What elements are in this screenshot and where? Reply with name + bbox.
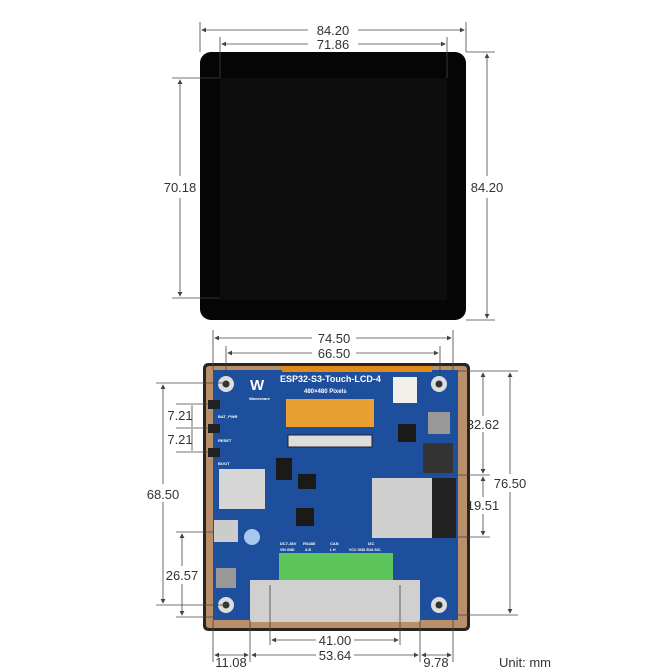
terminal-labels: DC7-36V RS485 CAN I2C VIN GND A B L H VC… xyxy=(280,541,382,552)
dim-display-width-active: 71.86 xyxy=(221,37,446,52)
svg-text:7.21: 7.21 xyxy=(167,432,192,447)
svg-text:76.50: 76.50 xyxy=(494,476,527,491)
fpc-cable xyxy=(286,399,374,427)
waveshare-logo: W xyxy=(250,377,265,394)
svg-text:RESET: RESET xyxy=(218,438,232,443)
brand-label: Waveshare xyxy=(249,396,271,401)
capacitor xyxy=(244,529,260,545)
dim-board-width-holes: 66.50 xyxy=(227,346,439,361)
dim-usb-offset: 26.57 xyxy=(166,533,199,616)
svg-text:BAT_PWR: BAT_PWR xyxy=(218,414,238,419)
side-buttons: BAT_PWR RESET BOOT xyxy=(208,400,238,466)
board-title: ESP32-S3-Touch-LCD-4 xyxy=(280,374,381,384)
fpc-connector xyxy=(287,434,373,448)
mounting-hole-icon xyxy=(218,376,234,392)
svg-text:74.50: 74.50 xyxy=(318,331,351,346)
svg-text:VIN GND: VIN GND xyxy=(280,548,295,552)
usb-c-port xyxy=(214,520,238,542)
dim-opening-width: 53.64 xyxy=(251,648,419,663)
lcd-display-front xyxy=(200,52,466,320)
svg-text:9.78: 9.78 xyxy=(423,655,448,669)
board-extension-lines xyxy=(156,330,518,662)
dim-terminal-width: 41.00 xyxy=(271,633,399,648)
svg-text:68.50: 68.50 xyxy=(147,487,180,502)
svg-text:19.51: 19.51 xyxy=(467,498,500,513)
svg-text:70.18: 70.18 xyxy=(164,180,197,195)
svg-text:84.20: 84.20 xyxy=(317,23,350,38)
dim-left-margin: 11.08 xyxy=(214,652,249,669)
display-extension-lines xyxy=(172,22,495,321)
bottom-opening xyxy=(250,580,420,622)
mounting-hole-icon xyxy=(431,597,447,613)
terminal-block xyxy=(279,553,393,585)
svg-text:26.57: 26.57 xyxy=(166,568,199,583)
svg-text:71.86: 71.86 xyxy=(317,37,350,52)
dim-display-height-outer: 84.20 xyxy=(471,53,504,319)
inductor xyxy=(216,568,236,588)
svg-text:53.64: 53.64 xyxy=(319,648,352,663)
svg-text:7.21: 7.21 xyxy=(167,408,192,423)
dim-top-to-module: 32.62 xyxy=(467,372,500,474)
svg-text:41.00: 41.00 xyxy=(319,633,352,648)
svg-text:CAN: CAN xyxy=(330,541,339,546)
antenna xyxy=(432,478,456,538)
svg-text:66.50: 66.50 xyxy=(318,346,351,361)
mounting-hole-icon xyxy=(431,376,447,392)
board-back: W Waveshare ESP32-S3-Touch-LCD-4 480×480… xyxy=(203,363,470,631)
svg-text:DC7-36V: DC7-36V xyxy=(280,541,297,546)
dim-display-width-outer: 84.20 xyxy=(201,23,465,38)
esp32-module xyxy=(372,478,432,538)
svg-text:BOOT: BOOT xyxy=(218,461,230,466)
board-subtitle: 480×480 Pixels xyxy=(304,389,347,395)
dim-board-height-total: 76.50 xyxy=(494,372,527,614)
svg-text:I2C: I2C xyxy=(368,541,374,546)
dim-button-pitch: 7.21 7.21 xyxy=(167,405,193,451)
unit-label: Unit: mm xyxy=(499,655,551,669)
battery-connector xyxy=(393,377,417,403)
dim-right-margin: 9.78 xyxy=(421,652,452,669)
svg-text:A B: A B xyxy=(305,548,311,552)
dim-board-width-total: 74.50 xyxy=(214,331,452,346)
dim-display-height-active: 70.18 xyxy=(164,79,197,297)
dim-module-height: 19.51 xyxy=(467,476,500,536)
dim-holes-height: 68.50 xyxy=(147,384,180,604)
svg-text:VCC GND SDA SCL: VCC GND SDA SCL xyxy=(349,548,382,552)
svg-text:84.20: 84.20 xyxy=(471,180,504,195)
svg-text:11.08: 11.08 xyxy=(215,655,247,669)
svg-text:RS485: RS485 xyxy=(303,541,316,546)
svg-text:L H: L H xyxy=(330,548,336,552)
svg-text:32.62: 32.62 xyxy=(467,417,500,432)
sd-card-slot xyxy=(219,469,265,509)
